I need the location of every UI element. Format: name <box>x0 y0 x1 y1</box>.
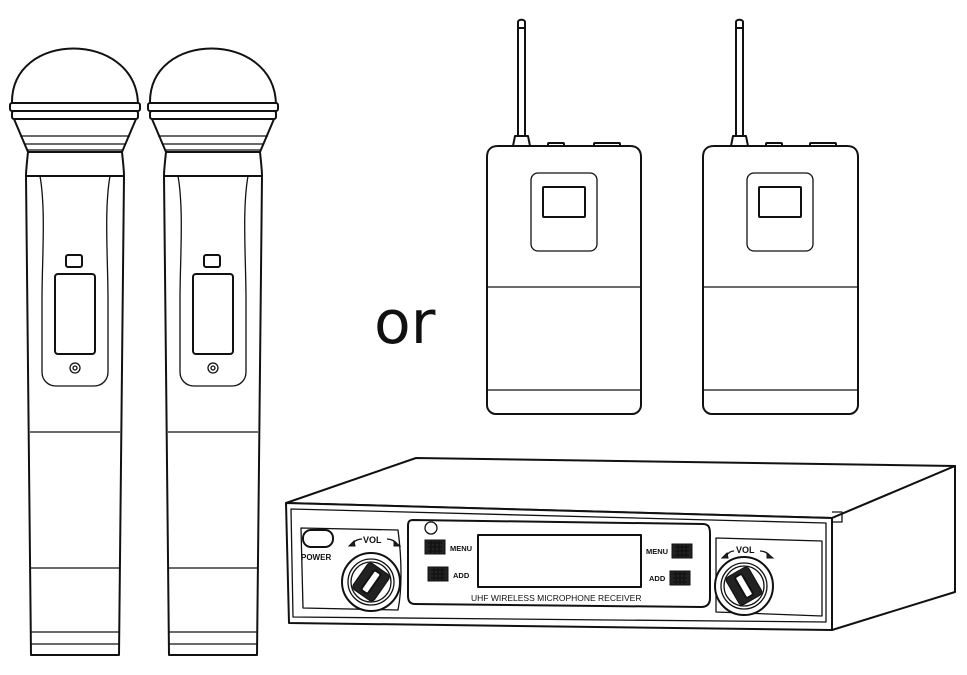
power-button <box>302 529 334 548</box>
handheld-microphone-1 <box>9 47 141 656</box>
lcd-screen <box>477 534 642 588</box>
bodypack-transmitter-2 <box>702 18 859 415</box>
power-label: POWER <box>301 553 331 562</box>
add-right-label: ADD <box>649 574 666 583</box>
wireless-receiver: POWER VOL MENU ADD MENU ADD <box>285 457 956 631</box>
menu-left-label: MENU <box>450 544 472 553</box>
right-volume-knob: VOL <box>714 545 775 616</box>
menu-right-label: MENU <box>646 547 668 556</box>
bodypack-transmitter-1 <box>486 18 642 415</box>
handheld-microphone-2 <box>147 47 279 656</box>
vol-left-label: VOL <box>363 535 382 545</box>
vol-right-label: VOL <box>736 545 755 555</box>
add-left-label: ADD <box>453 571 470 580</box>
or-label: or <box>374 288 436 358</box>
model-label: UHF WIRELESS MICROPHONE RECEIVER <box>471 593 642 603</box>
left-volume-knob: VOL <box>341 535 402 612</box>
